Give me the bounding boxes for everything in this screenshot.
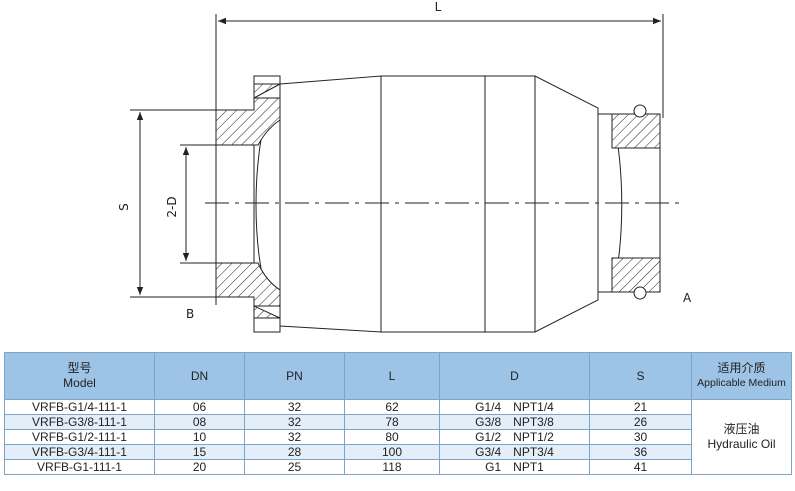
header-dn: DN xyxy=(154,352,245,400)
cell-s: 30 xyxy=(589,429,692,445)
label-a: A xyxy=(683,291,692,305)
o-ring-top xyxy=(633,104,647,118)
cell-dn: 08 xyxy=(154,414,245,430)
cell-s: 26 xyxy=(589,414,692,430)
header-model-cn: 型号 xyxy=(67,361,92,375)
cell-d-npt: NPT1/4 xyxy=(513,399,554,414)
cell-d-g: G1/4 xyxy=(475,399,502,414)
cell-d: G1/4 NPT1/4 xyxy=(439,399,590,415)
cell-pn: 28 xyxy=(244,444,345,460)
center-sleeve xyxy=(380,75,486,333)
cell-s: 21 xyxy=(589,399,692,415)
right-port-section-top xyxy=(611,113,661,149)
label-b: B xyxy=(186,307,194,321)
label-2d: 2-D xyxy=(165,196,179,217)
cell-d: G1/2 NPT1/2 xyxy=(439,429,590,445)
cell-d-g: G1 xyxy=(485,459,502,474)
spec-table: 型号 Model DN PN L D S 适用介质 Applicable Med… xyxy=(4,352,792,475)
header-l: L xyxy=(344,352,440,400)
table-row: VRFB-G1/2-111-1 10 32 80 G1/2 NPT1/2 30 xyxy=(4,429,792,445)
valve-body-outline xyxy=(279,75,382,333)
cell-medium-en: Hydraulic Oil xyxy=(707,437,776,451)
header-model-en: Model xyxy=(63,376,96,390)
cell-pn: 32 xyxy=(244,429,345,445)
cell-pn: 32 xyxy=(244,399,345,415)
right-taper-body xyxy=(485,75,599,333)
cell-model: VRFB-G1-111-1 xyxy=(4,459,155,475)
header-medium-en: Applicable Medium xyxy=(697,377,786,389)
header-s: S xyxy=(589,352,692,400)
cell-l: 78 xyxy=(344,414,440,430)
cell-l: 100 xyxy=(344,444,440,460)
right-port-section-bottom xyxy=(611,257,661,293)
cell-d-npt: NPT1/2 xyxy=(513,429,554,444)
cell-d-npt: NPT3/4 xyxy=(513,444,554,459)
left-nut-outline xyxy=(253,75,281,333)
cell-l: 80 xyxy=(344,429,440,445)
nut-chamfer-top xyxy=(253,83,281,99)
table-row: VRFB-G1-111-1 20 25 118 G1 NPT1 41 xyxy=(4,459,792,475)
cell-d-npt: NPT3/8 xyxy=(513,414,554,429)
label-s: S xyxy=(117,203,131,211)
valve-drawing: L S 2-D A B xyxy=(117,0,692,333)
cell-model: VRFB-G3/8-111-1 xyxy=(4,414,155,430)
cell-dn: 20 xyxy=(154,459,245,475)
header-medium-cn: 适用介质 xyxy=(717,361,766,375)
header-model: 型号 Model xyxy=(4,352,155,400)
cell-d-g: G3/8 xyxy=(475,414,502,429)
cell-model: VRFB-G1/4-111-1 xyxy=(4,399,155,415)
cell-dn: 15 xyxy=(154,444,245,460)
table-row: VRFB-G3/8-111-1 08 32 78 G3/8 NPT3/8 26 xyxy=(4,414,792,430)
cell-d-g: G1/2 xyxy=(475,429,502,444)
cell-d-g: G3/4 xyxy=(475,444,502,459)
label-l: L xyxy=(435,0,442,14)
cell-s: 41 xyxy=(589,459,692,475)
cell-d: G3/8 NPT3/8 xyxy=(439,414,590,430)
cell-medium: 液压油 Hydraulic Oil xyxy=(691,399,792,475)
table-row: VRFB-G1/4-111-1 06 32 62 G1/4 NPT1/4 21 液… xyxy=(4,399,792,475)
left-port-section-bottom xyxy=(215,262,281,307)
nut-chamfer-bottom xyxy=(253,305,281,319)
cell-d: G1 NPT1 xyxy=(439,459,590,475)
cell-dn: 10 xyxy=(154,429,245,445)
cell-model: VRFB-G1/2-111-1 xyxy=(4,429,155,445)
o-ring-bottom xyxy=(633,286,647,300)
cell-d: G3/4 NPT3/4 xyxy=(439,444,590,460)
header-pn: PN xyxy=(244,352,345,400)
cell-dn: 06 xyxy=(154,399,245,415)
cell-pn: 32 xyxy=(244,414,345,430)
table-row: VRFB-G3/4-111-1 15 28 100 G3/4 NPT3/4 36 xyxy=(4,444,792,460)
cell-model: VRFB-G3/4-111-1 xyxy=(4,444,155,460)
cell-d-npt: NPT1 xyxy=(513,459,544,474)
table-header-row: 型号 Model DN PN L D S 适用介质 Applicable Med… xyxy=(4,352,792,400)
cell-l: 118 xyxy=(344,459,440,475)
cell-s: 36 xyxy=(589,444,692,460)
header-medium: 适用介质 Applicable Medium xyxy=(691,352,792,400)
left-port-section-top xyxy=(215,97,281,146)
header-d: D xyxy=(439,352,590,400)
cell-l: 62 xyxy=(344,399,440,415)
cell-pn: 25 xyxy=(244,459,345,475)
cell-medium-cn: 液压油 xyxy=(723,422,760,436)
